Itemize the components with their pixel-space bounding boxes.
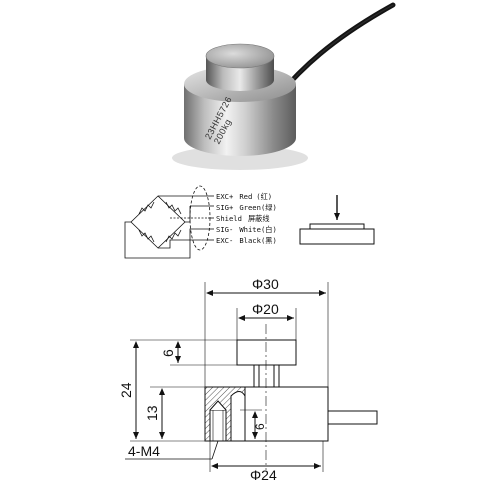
dim-button-diameter: Φ20 — [252, 301, 279, 317]
svg-text:EXC+Red(红): EXC+Red(红) — [216, 192, 272, 201]
product-photo: 23HH5726 200kg — [172, 2, 396, 170]
wire-signal: SIG- — [216, 225, 233, 234]
drawing-cable — [327, 410, 378, 425]
dimension-drawing — [125, 282, 378, 472]
dim-thread-depth: 6 — [253, 423, 267, 430]
svg-text:SIG-White(白): SIG-White(白) — [216, 225, 277, 234]
wire-signal: Shield — [216, 214, 242, 223]
dim-body-height: 13 — [144, 405, 160, 421]
wire-signal: SIG+ — [216, 203, 234, 212]
drawing-button — [236, 339, 297, 366]
dim-outer-diameter: Φ30 — [252, 276, 279, 292]
svg-text:EXC-Black(黑): EXC-Black(黑) — [216, 236, 277, 245]
wire-signal: EXC- — [216, 236, 233, 245]
dim-total-height: 24 — [118, 382, 134, 398]
load-cell-body — [184, 84, 296, 156]
dim-button-height: 6 — [160, 349, 176, 357]
wiring-diagram — [124, 185, 211, 259]
load-direction-icon — [299, 195, 375, 245]
wire-signal: EXC+ — [216, 192, 234, 201]
svg-text:SIG+Green(绿): SIG+Green(绿) — [216, 203, 277, 212]
dim-bolt-circle: Φ24 — [250, 467, 277, 483]
dimension-labels: Φ30 Φ20 6 24 13 6 Φ24 4-M4 — [118, 276, 279, 483]
load-button-top — [206, 44, 274, 68]
dim-mount-holes: 4-M4 — [128, 443, 160, 459]
